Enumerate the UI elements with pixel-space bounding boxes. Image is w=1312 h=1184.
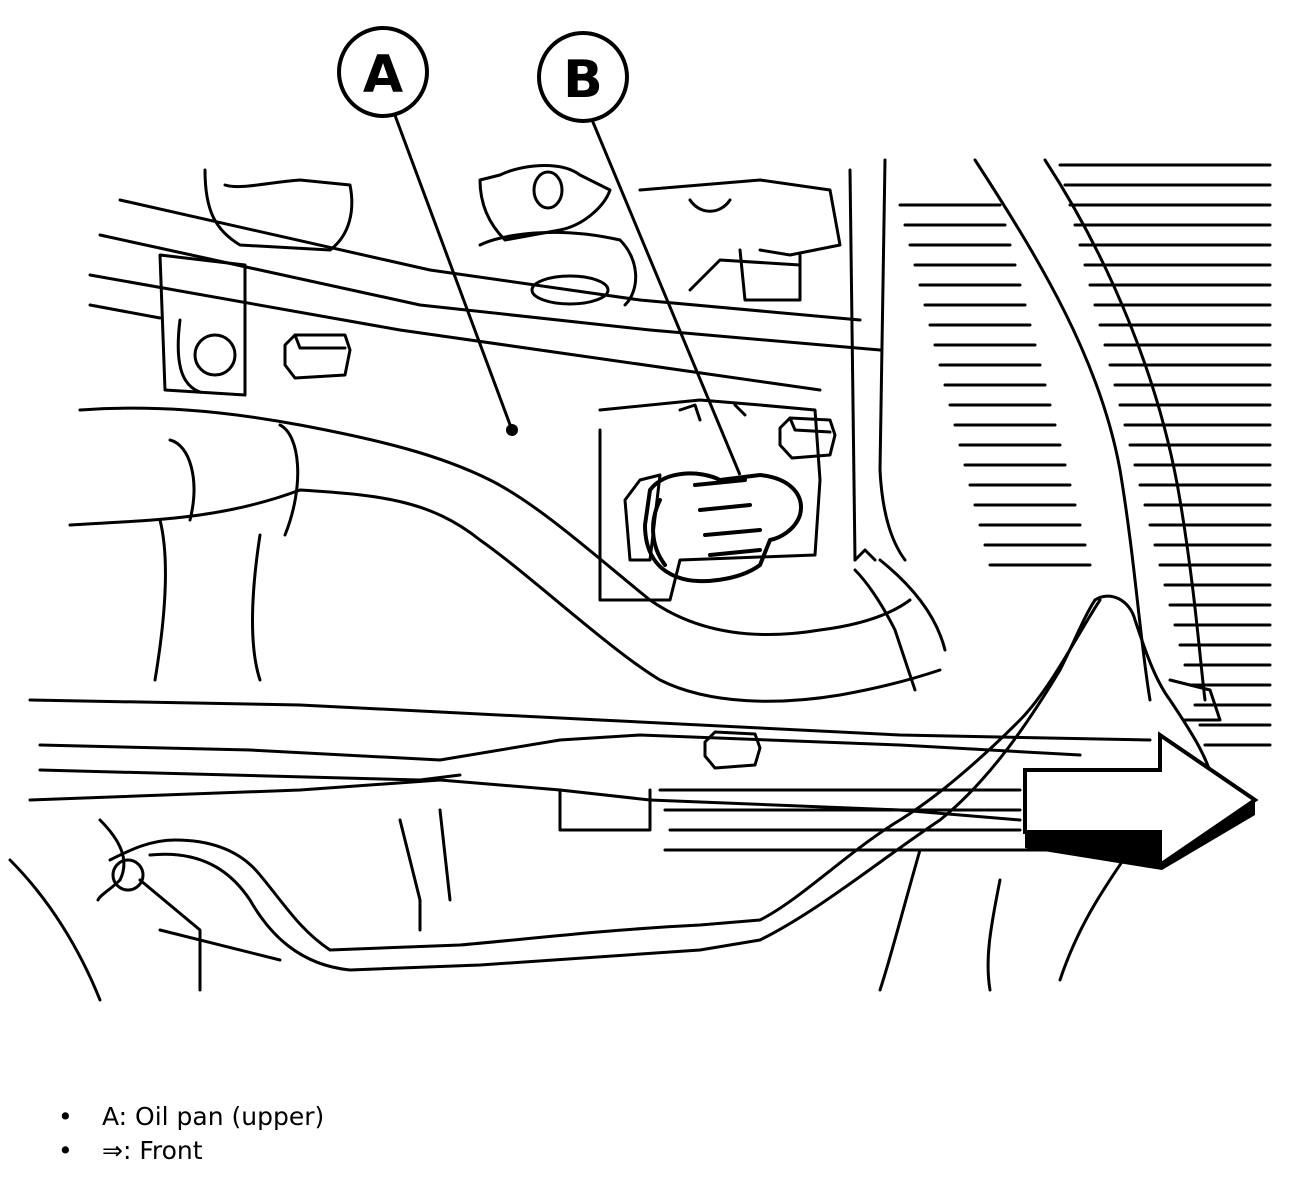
callout-a-label: A — [363, 45, 403, 105]
left-bracket — [158, 253, 247, 397]
leader-dot-a — [506, 424, 518, 436]
callout-a: A — [337, 26, 429, 118]
hose-clamp — [853, 558, 947, 692]
crossmember-bottom — [28, 778, 1022, 822]
vertical-pipe — [848, 158, 907, 562]
oil-pan-pipe-lower — [68, 488, 942, 703]
bolt-left — [283, 333, 352, 380]
sensor-connector — [643, 471, 803, 584]
bolt-right — [778, 416, 837, 460]
crossmember-mid — [38, 733, 1082, 762]
radiator-support — [973, 158, 1152, 702]
callout-b: B — [537, 31, 629, 123]
bracket-hole — [193, 333, 237, 377]
legend-item-front: ⇒: Front — [58, 1134, 324, 1168]
engine-underside-illustration: A B — [8, 26, 1272, 1002]
leader-line-a — [391, 109, 514, 431]
crossmember-top — [28, 698, 1152, 742]
leader-line-b — [588, 114, 742, 476]
legend-list: A: Oil pan (upper) ⇒: Front — [58, 1100, 324, 1168]
oil-hole — [530, 274, 610, 306]
front-arrow-icon — [1023, 731, 1259, 870]
legend-item-oil-pan: A: Oil pan (upper) — [58, 1100, 324, 1134]
bolt-lower — [703, 730, 762, 770]
callout-b-label: B — [563, 50, 603, 110]
sensor-bracket — [598, 398, 822, 602]
fitting — [111, 858, 145, 892]
radiator-fins — [658, 163, 1272, 852]
oil-pan-pipe-upper — [78, 406, 912, 637]
